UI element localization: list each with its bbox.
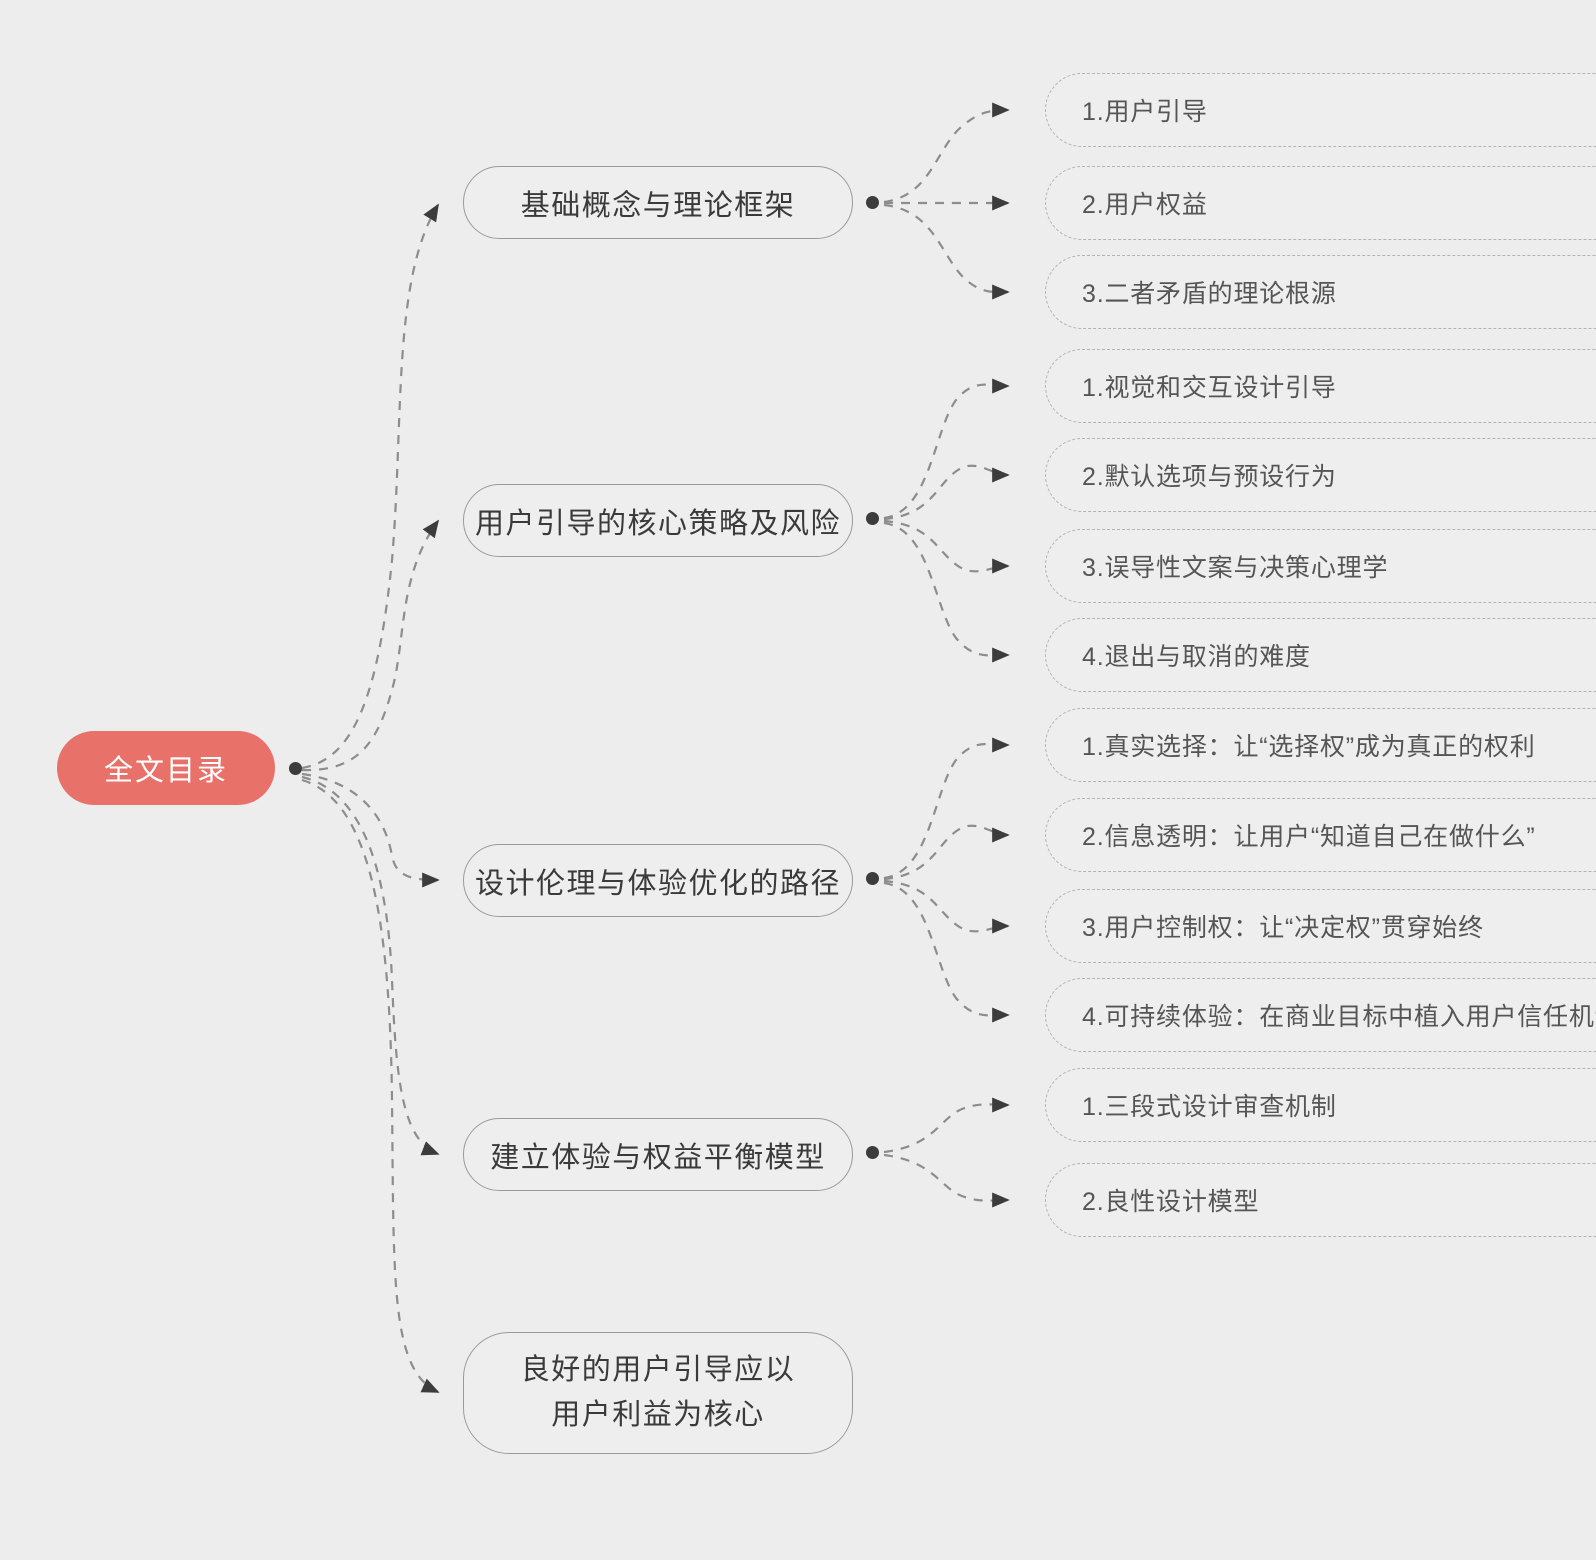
leaf-node-4-1[interactable]: 1.三段式设计审查机制 <box>1045 1068 1596 1142</box>
root-node[interactable]: 全文目录 <box>57 731 275 805</box>
branch-node-5-label-line1: 良好的用户引导应以 <box>520 1354 796 1387</box>
branch-node-5[interactable]: 良好的用户引导应以 用户利益为核心 <box>463 1332 853 1454</box>
leaf-node-3-4-label: 4.可持续体验：在商业目标中植入用户信任机制 <box>1082 1003 1596 1031</box>
branch-connector-dot-3 <box>866 872 879 885</box>
leaf-node-1-3[interactable]: 3.二者矛盾的理论根源 <box>1045 255 1596 329</box>
root-connector-dot <box>289 762 302 775</box>
leaf-node-1-1[interactable]: 1.用户引导 <box>1045 73 1596 147</box>
branch-node-1[interactable]: 基础概念与理论框架 <box>463 166 853 239</box>
leaf-node-2-4[interactable]: 4.退出与取消的难度 <box>1045 618 1596 692</box>
leaf-node-4-2-label: 2.良性设计模型 <box>1082 1188 1260 1216</box>
branch-node-4[interactable]: 建立体验与权益平衡模型 <box>463 1118 853 1191</box>
branch-connector-dot-4 <box>866 1146 879 1159</box>
leaf-node-1-3-label: 3.二者矛盾的理论根源 <box>1082 280 1337 308</box>
leaf-node-3-3[interactable]: 3.用户控制权：让“决定权”贯穿始终 <box>1045 889 1596 963</box>
leaf-node-1-2-label: 2.用户权益 <box>1082 191 1208 219</box>
branch-node-4-label: 建立体验与权益平衡模型 <box>490 1141 826 1174</box>
leaf-node-2-3-label: 3.误导性文案与决策心理学 <box>1082 554 1389 582</box>
branch-node-3-label: 设计伦理与体验优化的路径 <box>474 867 841 900</box>
leaf-node-2-3[interactable]: 3.误导性文案与决策心理学 <box>1045 529 1596 603</box>
leaf-node-3-2[interactable]: 2.信息透明：让用户“知道自己在做什么” <box>1045 798 1596 872</box>
leaf-node-3-2-label: 2.信息透明：让用户“知道自己在做什么” <box>1082 823 1536 851</box>
leaf-node-4-2[interactable]: 2.良性设计模型 <box>1045 1163 1596 1237</box>
leaf-node-2-2[interactable]: 2.默认选项与预设行为 <box>1045 438 1596 512</box>
leaf-node-3-1[interactable]: 1.真实选择：让“选择权”成为真正的权利 <box>1045 708 1596 782</box>
leaf-node-3-3-label: 3.用户控制权：让“决定权”贯穿始终 <box>1082 914 1484 942</box>
branch-node-5-label-line2: 用户利益为核心 <box>551 1399 765 1431</box>
branch-connector-dot-1 <box>866 196 879 209</box>
branch-node-2[interactable]: 用户引导的核心策略及风险 <box>463 484 853 557</box>
leaf-node-2-4-label: 4.退出与取消的难度 <box>1082 643 1311 671</box>
leaf-node-2-1[interactable]: 1.视觉和交互设计引导 <box>1045 349 1596 423</box>
branch-connector-dot-2 <box>866 512 879 525</box>
branch-node-1-label: 基础概念与理论框架 <box>520 189 796 222</box>
leaf-node-3-1-label: 1.真实选择：让“选择权”成为真正的权利 <box>1082 733 1536 761</box>
leaf-node-2-1-label: 1.视觉和交互设计引导 <box>1082 374 1337 402</box>
leaf-node-4-1-label: 1.三段式设计审查机制 <box>1082 1093 1337 1121</box>
root-node-label: 全文目录 <box>103 755 228 787</box>
leaf-node-1-1-label: 1.用户引导 <box>1082 98 1208 126</box>
leaf-node-1-2[interactable]: 2.用户权益 <box>1045 166 1596 240</box>
leaf-node-2-2-label: 2.默认选项与预设行为 <box>1082 463 1337 491</box>
branch-node-2-label: 用户引导的核心策略及风险 <box>474 507 841 540</box>
branch-node-3[interactable]: 设计伦理与体验优化的路径 <box>463 844 853 917</box>
leaf-node-3-4[interactable]: 4.可持续体验：在商业目标中植入用户信任机制 <box>1045 978 1596 1052</box>
